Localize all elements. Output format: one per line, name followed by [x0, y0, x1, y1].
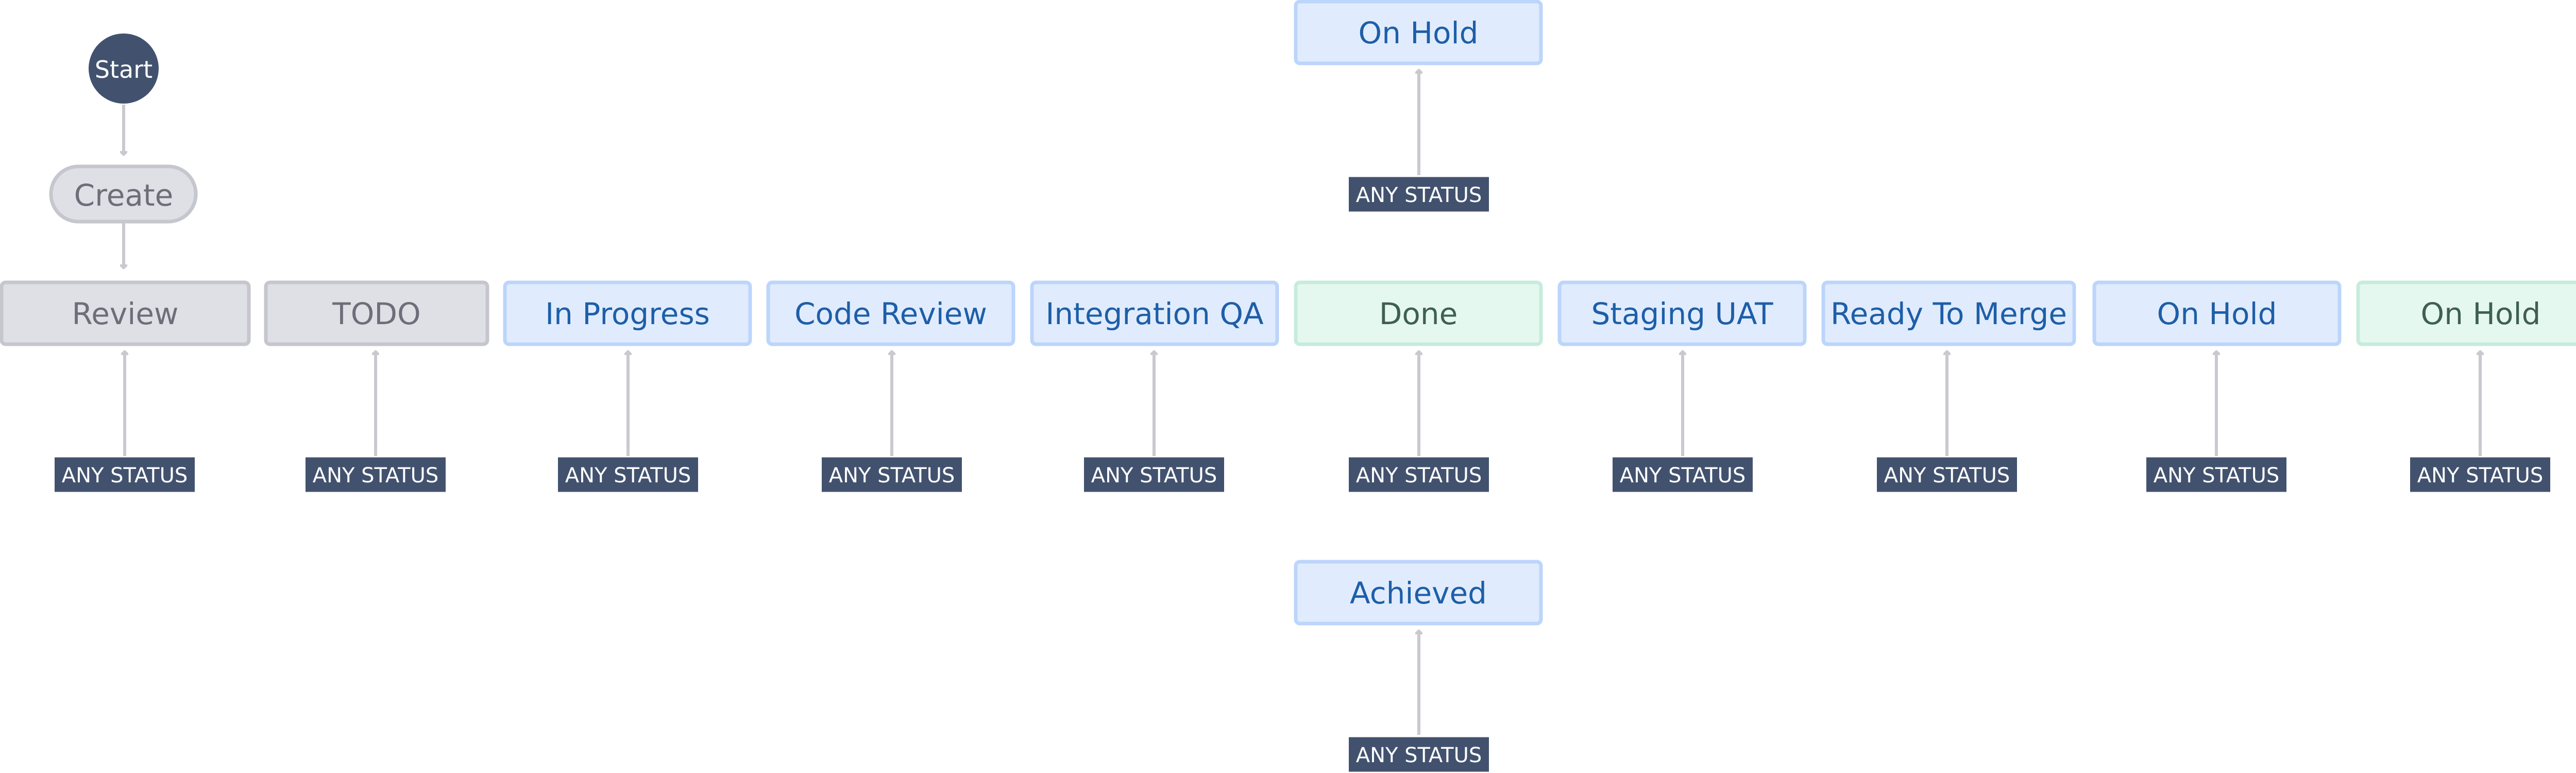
status-box-staging-uat-7[interactable]: Staging UAT: [1557, 280, 1807, 346]
any-status-label: ANY STATUS: [62, 464, 188, 488]
any-status-badge-9: ANY STATUS: [2146, 457, 2286, 492]
any-status-badge-5: ANY STATUS: [1084, 457, 1224, 492]
any-status-badge-top: ANY STATUS: [1349, 177, 1489, 212]
any-status-label: ANY STATUS: [829, 464, 955, 488]
status-label: On Hold: [2421, 296, 2541, 331]
status-box-todo-2[interactable]: TODO: [264, 280, 489, 346]
any-status-badge-bottom: ANY STATUS: [1349, 737, 1489, 772]
any-status-label: ANY STATUS: [313, 464, 439, 488]
status-box-top-on-hold[interactable]: On Hold: [1294, 0, 1543, 65]
status-box-review-1[interactable]: Review: [0, 280, 251, 346]
any-status-badge-6: ANY STATUS: [1349, 457, 1489, 492]
start-label: Start: [95, 56, 152, 83]
status-box-done-6[interactable]: Done: [1294, 280, 1543, 346]
any-status-label: ANY STATUS: [1884, 464, 2010, 488]
any-status-badge-10: ANY STATUS: [2410, 457, 2550, 492]
any-status-label: ANY STATUS: [1356, 183, 1482, 207]
any-status-badge-7: ANY STATUS: [1613, 457, 1753, 492]
status-label: In Progress: [545, 296, 710, 331]
status-label: Done: [1379, 296, 1458, 331]
any-status-label: ANY STATUS: [565, 464, 691, 488]
status-label: Code Review: [794, 296, 987, 331]
status-label: On Hold: [1359, 15, 1479, 51]
any-status-label: ANY STATUS: [1356, 464, 1482, 488]
any-status-badge-8: ANY STATUS: [1877, 457, 2017, 492]
status-label: On Hold: [2157, 296, 2277, 331]
any-status-badges: ANY STATUS ANY STATUS ANY STATUS ANY STATUS…: [55, 177, 2550, 772]
any-status-label: ANY STATUS: [1091, 464, 1217, 488]
status-label: Ready To Merge: [1831, 296, 2067, 331]
any-status-label: ANY STATUS: [1620, 464, 1746, 488]
status-box-on-hold-10[interactable]: On Hold: [2356, 280, 2576, 346]
any-status-badge-2: ANY STATUS: [306, 457, 446, 492]
status-box-bottom-achieved[interactable]: Achieved: [1294, 560, 1543, 626]
any-status-badge-4: ANY STATUS: [822, 457, 962, 492]
status-box-on-hold-9[interactable]: On Hold: [2092, 280, 2342, 346]
status-label: Review: [72, 296, 179, 331]
create-transition[interactable]: Create: [49, 164, 198, 224]
status-box-integration-qa-5[interactable]: Integration QA: [1030, 280, 1279, 346]
any-status-badge-1: ANY STATUS: [55, 457, 195, 492]
status-label: Staging UAT: [1591, 296, 1773, 331]
transition-arrows: [124, 70, 2480, 735]
status-label: TODO: [332, 296, 420, 331]
start-node[interactable]: Start: [89, 33, 159, 104]
status-box-ready-to-merge-8[interactable]: Ready To Merge: [1821, 280, 2076, 346]
any-status-label: ANY STATUS: [2417, 464, 2544, 488]
any-status-label: ANY STATUS: [2154, 464, 2280, 488]
create-label: Create: [74, 178, 174, 213]
status-label: Achieved: [1350, 576, 1487, 611]
status-box-code-review-4[interactable]: Code Review: [766, 280, 1015, 346]
any-status-badge-3: ANY STATUS: [558, 457, 698, 492]
status-row: Review TODO In Progress Code Review Integrat…: [0, 280, 2576, 346]
any-status-label: ANY STATUS: [1356, 744, 1482, 767]
status-label: Integration QA: [1045, 296, 1264, 331]
status-box-in-progress-3[interactable]: In Progress: [503, 280, 752, 346]
